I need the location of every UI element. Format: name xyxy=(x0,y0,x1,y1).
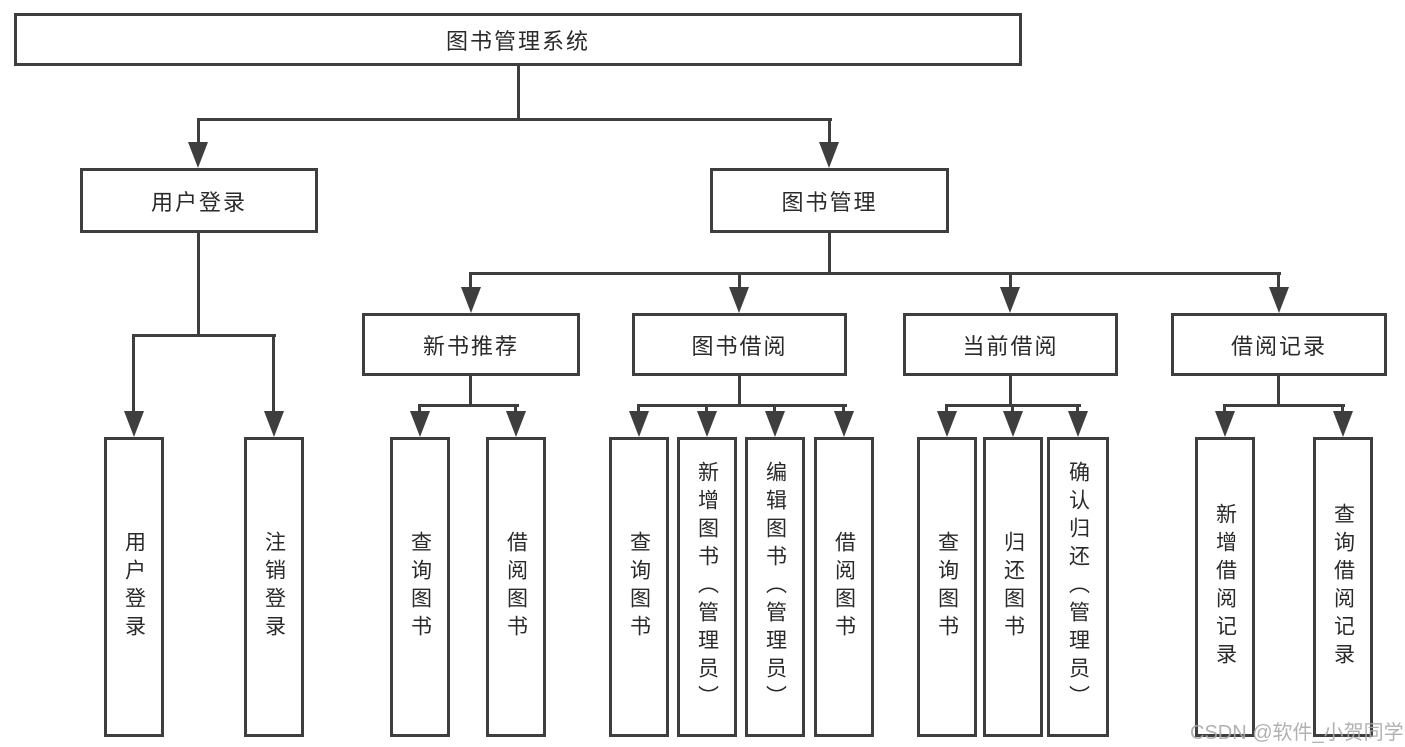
node-book-borrow: 图书借阅 xyxy=(632,313,847,376)
connector-bar xyxy=(469,272,1281,275)
leaf-return-book: 归还图书 xyxy=(983,437,1043,737)
leaf-label: 借阅图书 xyxy=(504,531,528,643)
leaf-query-borrow-record: 查询借阅记录 xyxy=(1313,437,1373,737)
node-user-login-label: 用户登录 xyxy=(150,189,247,215)
arrow-down-icon xyxy=(1215,411,1235,437)
connector-bar xyxy=(197,118,832,121)
connector-bar xyxy=(637,404,847,407)
connector-drop xyxy=(469,272,472,289)
connector-drop xyxy=(1277,272,1280,289)
arrow-down-icon xyxy=(834,411,854,437)
arrow-down-icon xyxy=(765,411,785,437)
leaf-label: 查询图书 xyxy=(408,531,432,643)
leaf-logout-login: 注销登录 xyxy=(244,437,304,737)
arrow-down-icon xyxy=(1003,411,1023,437)
connector-drop xyxy=(842,404,845,412)
connector-stem xyxy=(1009,376,1012,406)
connector-drop xyxy=(738,272,741,289)
node-new-book-recommend: 新书推荐 xyxy=(362,313,580,376)
leaf-query-book-current: 查询图书 xyxy=(917,437,977,737)
connector-drop xyxy=(945,404,948,412)
node-book-borrow-label: 图书借阅 xyxy=(691,333,788,359)
leaf-edit-book-admin: 编辑图书（管理员） xyxy=(745,437,805,737)
csdn-watermark: CSDN @软件_小贺同学 xyxy=(1190,722,1404,744)
connector-drop xyxy=(1076,404,1079,412)
node-root-label: 图书管理系统 xyxy=(445,28,590,54)
arrow-down-icon xyxy=(819,142,839,168)
connector-stem xyxy=(517,66,520,120)
arrow-down-icon xyxy=(629,411,649,437)
connector-drop xyxy=(637,404,640,412)
leaf-add-borrow-record: 新增借阅记录 xyxy=(1195,437,1255,737)
leaf-query-book-recommend: 查询图书 xyxy=(390,437,450,737)
arrow-down-icon xyxy=(1333,411,1353,437)
arrow-down-icon xyxy=(1000,287,1020,313)
leaf-borrow-book: 借阅图书 xyxy=(814,437,874,737)
leaf-borrow-book-recommend: 借阅图书 xyxy=(486,437,546,737)
connector-drop xyxy=(1223,404,1226,412)
leaf-user-login: 用户登录 xyxy=(104,437,164,737)
arrow-down-icon xyxy=(264,411,284,437)
connector-bar xyxy=(418,404,519,407)
leaf-label: 查询图书 xyxy=(627,531,651,643)
connector-drop xyxy=(272,334,275,411)
connector-stem xyxy=(197,233,200,336)
connector-drop xyxy=(828,118,831,144)
leaf-label: 归还图书 xyxy=(1001,531,1025,643)
node-borrow-record-label: 借阅记录 xyxy=(1230,333,1327,359)
arrow-down-icon xyxy=(729,287,749,313)
connector-stem xyxy=(1277,376,1280,406)
leaf-label: 新增图书（管理员） xyxy=(695,461,719,713)
node-user-login: 用户登录 xyxy=(80,168,318,233)
leaf-query-book-borrow: 查询图书 xyxy=(609,437,669,737)
arrow-down-icon xyxy=(697,411,717,437)
leaf-label: 用户登录 xyxy=(122,531,146,643)
connector-stem xyxy=(828,233,831,274)
connector-drop xyxy=(514,404,517,412)
node-current-borrow-label: 当前借阅 xyxy=(962,333,1059,359)
node-root: 图书管理系统 xyxy=(14,13,1022,66)
leaf-label: 查询图书 xyxy=(935,531,959,643)
leaf-label: 确认归还（管理员） xyxy=(1066,461,1090,713)
arrow-down-icon xyxy=(937,411,957,437)
node-current-borrow: 当前借阅 xyxy=(903,313,1118,376)
arrow-down-icon xyxy=(1068,411,1088,437)
connector-bar xyxy=(1223,404,1345,407)
connector-drop xyxy=(773,404,776,412)
arrow-down-icon xyxy=(506,411,526,437)
arrow-down-icon xyxy=(461,287,481,313)
connector-stem xyxy=(469,376,472,406)
connector-stem xyxy=(738,376,741,406)
arrow-down-icon xyxy=(188,142,208,168)
connector-drop xyxy=(197,118,200,144)
arrow-down-icon xyxy=(124,411,144,437)
leaf-add-book-admin: 新增图书（管理员） xyxy=(677,437,737,737)
leaf-label: 查询借阅记录 xyxy=(1331,503,1355,671)
leaf-label: 借阅图书 xyxy=(832,531,856,643)
node-book-management-label: 图书管理 xyxy=(781,189,878,215)
connector-drop xyxy=(705,404,708,412)
connector-drop xyxy=(418,404,421,412)
node-book-management: 图书管理 xyxy=(710,168,949,233)
node-borrow-record: 借阅记录 xyxy=(1171,313,1387,376)
arrow-down-icon xyxy=(410,411,430,437)
connector-drop xyxy=(132,334,135,411)
leaf-label: 注销登录 xyxy=(262,531,286,643)
leaf-label: 编辑图书（管理员） xyxy=(763,461,787,713)
connector-bar xyxy=(132,334,276,337)
arrow-down-icon xyxy=(1269,287,1289,313)
leaf-confirm-return-admin: 确认归还（管理员） xyxy=(1047,437,1109,737)
node-new-book-recommend-label: 新书推荐 xyxy=(422,333,519,359)
connector-drop xyxy=(1009,272,1012,289)
connector-drop xyxy=(1011,404,1014,412)
leaf-label: 新增借阅记录 xyxy=(1213,503,1237,671)
connector-drop xyxy=(1341,404,1344,412)
